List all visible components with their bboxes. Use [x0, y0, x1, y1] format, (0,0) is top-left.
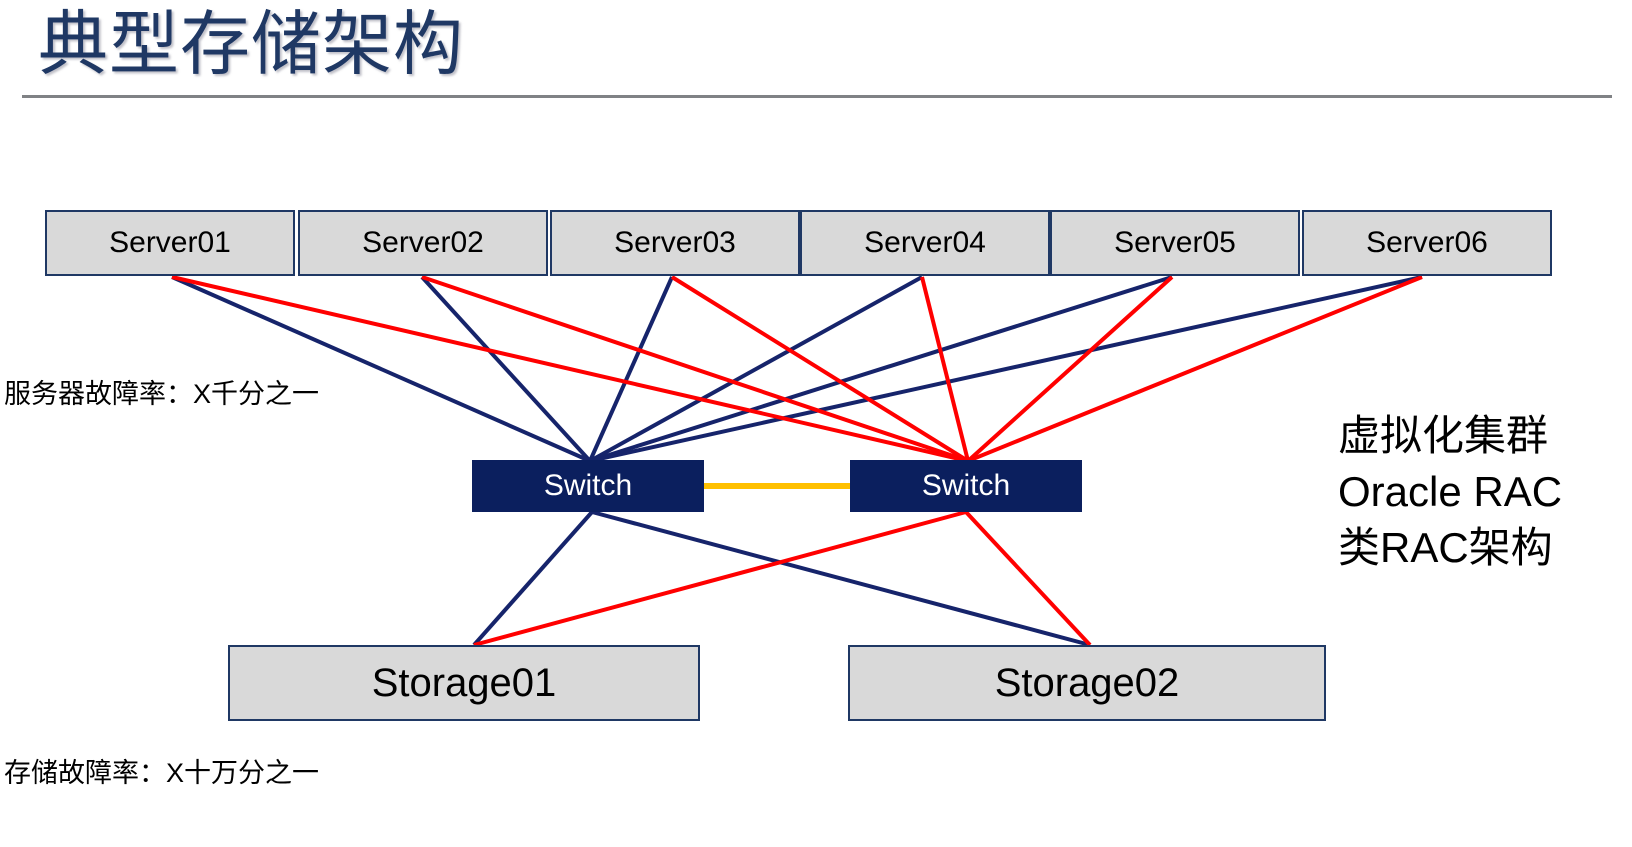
red-downlink-group: [473, 510, 1092, 647]
navy-uplink-group: [171, 275, 1423, 463]
server-box-1-label: Server01: [109, 226, 231, 259]
link-navy-server-switch-4: [589, 275, 923, 463]
navy-downlink-group: [472, 510, 1091, 647]
cluster-note-line-2: Oracle RAC: [1338, 468, 1563, 515]
server-box-5-label: Server05: [1114, 226, 1236, 259]
storage-box-1[interactable]: Storage01: [228, 645, 700, 721]
link-red-switch-storage-2: [964, 510, 1092, 647]
link-navy-switch-storage-2: [591, 510, 1091, 647]
link-navy-server-switch-3: [588, 276, 674, 462]
link-navy-server-switch-1: [171, 275, 591, 463]
link-red-server-switch-5: [966, 275, 1174, 463]
link-red-server-switch-1: [171, 275, 969, 463]
storage-failure-rate-note: 存储故障率：X十万分之一: [4, 758, 320, 788]
link-red-server-switch-6: [967, 275, 1423, 463]
page-title: 典型存储架构: [38, 5, 464, 83]
link-navy-switch-storage-1: [472, 510, 594, 647]
link-red-switch-storage-1: [473, 510, 967, 647]
cluster-note-line-3: 类RAC架构: [1338, 524, 1553, 571]
switch-box-2-label: Switch: [921, 469, 1011, 502]
server-box-1[interactable]: Server01: [45, 210, 295, 276]
link-red-server-switch-2: [421, 275, 969, 463]
cluster-note-line-1: 虚拟化集群: [1338, 412, 1549, 459]
server-failure-rate-note: 服务器故障率：X千分之一: [4, 379, 320, 409]
link-navy-server-switch-5: [589, 275, 1173, 463]
server-box-2-label: Server02: [362, 226, 484, 259]
link-navy-server-switch-2: [420, 275, 592, 463]
red-uplink-group: [171, 275, 1423, 463]
link-red-server-switch-3: [670, 275, 970, 463]
storage-box-2[interactable]: Storage02: [848, 645, 1326, 721]
server-box-2[interactable]: Server02: [298, 210, 548, 276]
server-box-6-label: Server06: [1366, 226, 1488, 259]
server-box-4[interactable]: Server04: [800, 210, 1050, 276]
storage-box-1-label: Storage01: [371, 660, 557, 705]
cluster-architecture-note: 虚拟化集群 Oracle RAC 类RAC架构: [1338, 408, 1562, 576]
link-red-server-switch-4: [920, 276, 970, 462]
storage-box-2-label: Storage02: [994, 660, 1180, 705]
server-box-3-label: Server03: [614, 226, 736, 259]
server-box-4-label: Server04: [864, 226, 986, 259]
switch-box-1[interactable]: Switch: [472, 460, 704, 512]
switch-box-1-label: Switch: [543, 469, 633, 502]
server-box-5[interactable]: Server05: [1050, 210, 1300, 276]
server-box-6[interactable]: Server06: [1302, 210, 1552, 276]
title-divider: [22, 95, 1612, 98]
switch-box-2[interactable]: Switch: [850, 460, 1082, 512]
server-box-3[interactable]: Server03: [550, 210, 800, 276]
link-navy-server-switch-6: [589, 275, 1423, 463]
